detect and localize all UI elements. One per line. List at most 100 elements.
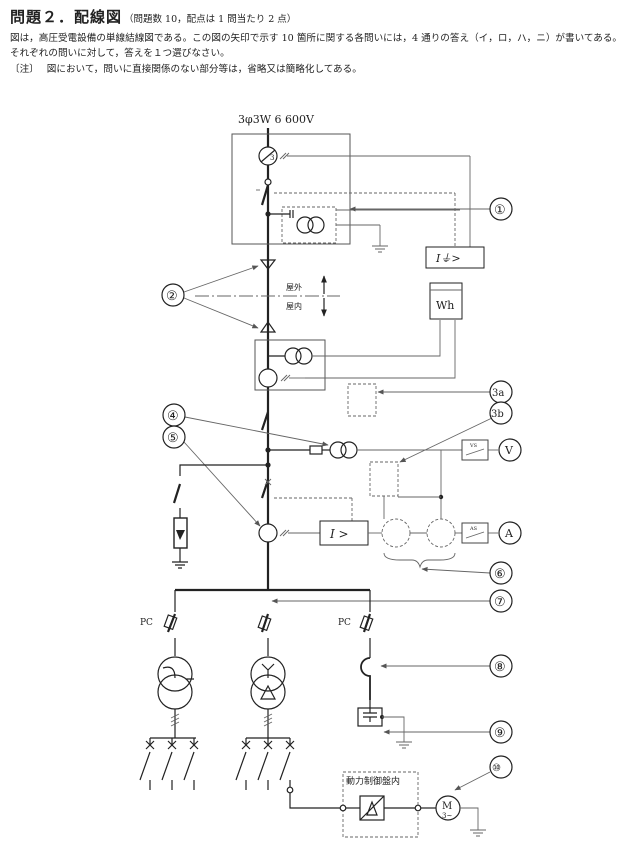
callout-6-target-left [381,518,411,548]
left-transformer-upper [157,656,193,692]
wh-wire-upper [312,320,441,357]
brace [383,552,456,569]
left-transformer-winding [162,666,194,680]
note-text: 図において，問いに直接関係のない部分等は，省略又は簡略化してある。 [46,64,362,75]
question-title-line: 問題２．配線図（問題数 10，配点は 1 問当たり 2 点） [10,6,630,27]
vt-coil-right [307,216,325,234]
right-pc-fuse [359,615,374,632]
wh-meter-box [429,282,463,320]
callout-2-leader-upper [183,265,259,293]
overcurrent-relay-label: I > [329,527,349,541]
callout-7-circle [489,589,513,613]
left-secondary-ticks [170,713,180,727]
center-transformer-lower [250,674,286,710]
left-branch-crosses [145,740,199,750]
ground-relay-label: I⏚> [435,252,461,265]
series-reactor [360,657,371,700]
callout-8-label: ⑧ [494,660,506,675]
vct-ct [258,368,278,388]
voltmeter [498,438,522,462]
callout-9-circle [489,720,513,744]
callout-8-circle [489,654,513,678]
ammeter [498,521,522,545]
callout-1-circle [489,197,513,221]
vct-coil-right [295,347,313,365]
callout-6-target-right [426,518,456,548]
callout-5-leader [183,441,261,527]
cb-cross [264,478,272,486]
center-branch-crosses [241,740,295,750]
callout-3b-target-box [369,461,399,497]
main-ct [258,523,278,543]
callout-1-label: ① [494,203,506,218]
callout-3b-label: 3b [491,409,504,420]
motor-ground [460,807,486,837]
lightning-arrester-arrow [176,530,185,540]
ammeter-label: A [504,527,514,540]
question-title: 問題２．配線図 [10,8,123,26]
motor-feeder-contact [286,786,294,794]
panel-out-contact [414,804,422,812]
main-ct-tick [279,529,290,537]
inverter-symbol [359,795,385,821]
la-ground [172,548,188,569]
question-header: 問題２．配線図（問題数 10，配点は 1 問当たり 2 点） 図は，高圧受電設備… [10,6,630,77]
callout-5-label: ⑤ [167,431,179,446]
outdoor-label: 屋外 [286,282,302,292]
callout-2-leader-lower [183,297,259,329]
callout-2-circle [161,283,185,307]
question-description: 図は，高圧受電設備の単線結線図である。この図の矢印で示す 10 箇所に関する各問… [10,33,623,59]
metering-box [254,339,326,391]
motor-sub-label: 3~ [442,812,452,820]
center-transformer-wye [261,663,275,678]
callout-6-circle [489,561,513,585]
control-panel-box [342,771,419,838]
left-pc-fuse [163,614,178,631]
vs-switch-blade [465,448,485,456]
indoor-label: 屋内 [286,301,302,311]
question-score-note: （問題数 10，配点は 1 問当たり 2 点） [124,14,297,25]
center-secondary-ticks [263,713,273,727]
callout-5-circle [162,425,186,449]
center-transformer-delta [259,684,277,700]
question-note: 〔注〕図において，問いに直接関係のない部分等は，省略又は簡略化してある。 [10,62,630,77]
motor-feeder-line [289,793,340,809]
vt-coil-left [296,216,314,234]
pas-contact [264,178,272,186]
wh-meter-label: Wh [436,299,454,312]
note-label: 〔注〕 [10,64,39,75]
left-transformer-lower [157,674,193,710]
callout-6-label: ⑥ [494,567,506,582]
outdoor-bushing-upper [259,259,277,270]
control-panel-label: 動力制御盤内 [346,775,400,787]
vt-ground-symbol [372,225,388,253]
capacitor-symbol [363,700,377,722]
callout-4-leader [184,416,329,447]
vt-capacitor [289,210,294,218]
callout-4-label: ④ [167,409,179,424]
callout-6-leader [421,566,491,574]
zct-slash [260,149,276,163]
callout-7-label: ⑦ [494,595,506,610]
ds-main-blade [260,411,270,431]
callout-2-label: ② [166,289,178,304]
vct-ct-tick [280,374,291,382]
capacitor-ground [382,716,412,749]
zct-tick [279,152,290,160]
callout-9-label: ⑨ [494,726,506,741]
callout-3b-circle [489,401,513,425]
supply-label: 3φ3W 6 600V [238,113,315,126]
pas-blade [260,184,270,206]
zct-ratio-label: 3 [270,154,274,162]
left-pc-label: PC [140,618,153,628]
callout-3b-leader [399,417,493,463]
la-ds-blade [172,483,182,504]
vt-fuse [309,445,323,455]
callout-3a-label: 3a [492,388,504,399]
voltmeter-label: V [504,444,514,457]
vs-label: VS [469,443,478,449]
callout-10-circle [489,755,513,779]
callout-10-leader [454,771,491,791]
panel-in-contact [339,804,347,812]
